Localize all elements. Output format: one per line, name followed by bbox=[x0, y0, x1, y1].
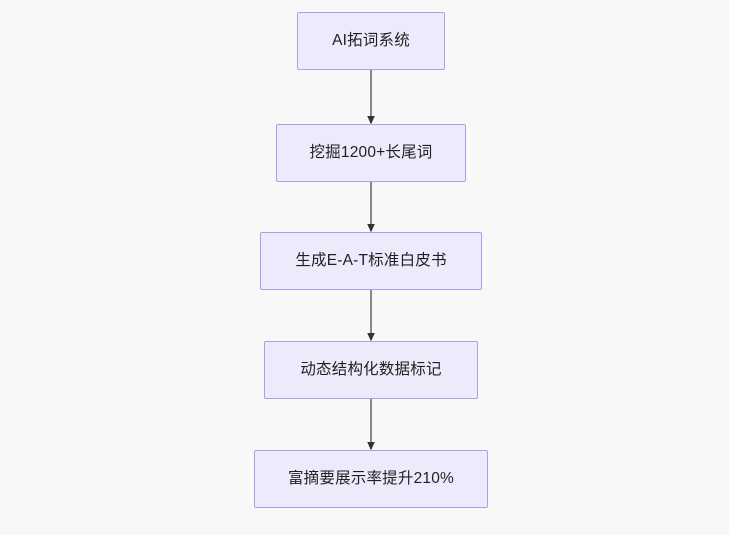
flowchart-node-n5[interactable]: 富摘要展示率提升210% bbox=[254, 450, 488, 508]
flowchart-node-label: 富摘要展示率提升210% bbox=[287, 469, 455, 487]
flowchart-node-label: 生成E-A-T标准白皮书 bbox=[295, 251, 447, 269]
flowchart-node-n2[interactable]: 挖掘1200+长尾词 bbox=[276, 124, 466, 182]
flowchart-node-label: AI拓词系统 bbox=[332, 31, 410, 49]
flowchart-node-label: 挖掘1200+长尾词 bbox=[309, 143, 433, 161]
flowchart-node-n4[interactable]: 动态结构化数据标记 bbox=[264, 341, 478, 399]
flowchart-node-label: 动态结构化数据标记 bbox=[300, 360, 442, 378]
flowchart-node-n1[interactable]: AI拓词系统 bbox=[297, 12, 445, 70]
flowchart-node-n3[interactable]: 生成E-A-T标准白皮书 bbox=[260, 232, 482, 290]
